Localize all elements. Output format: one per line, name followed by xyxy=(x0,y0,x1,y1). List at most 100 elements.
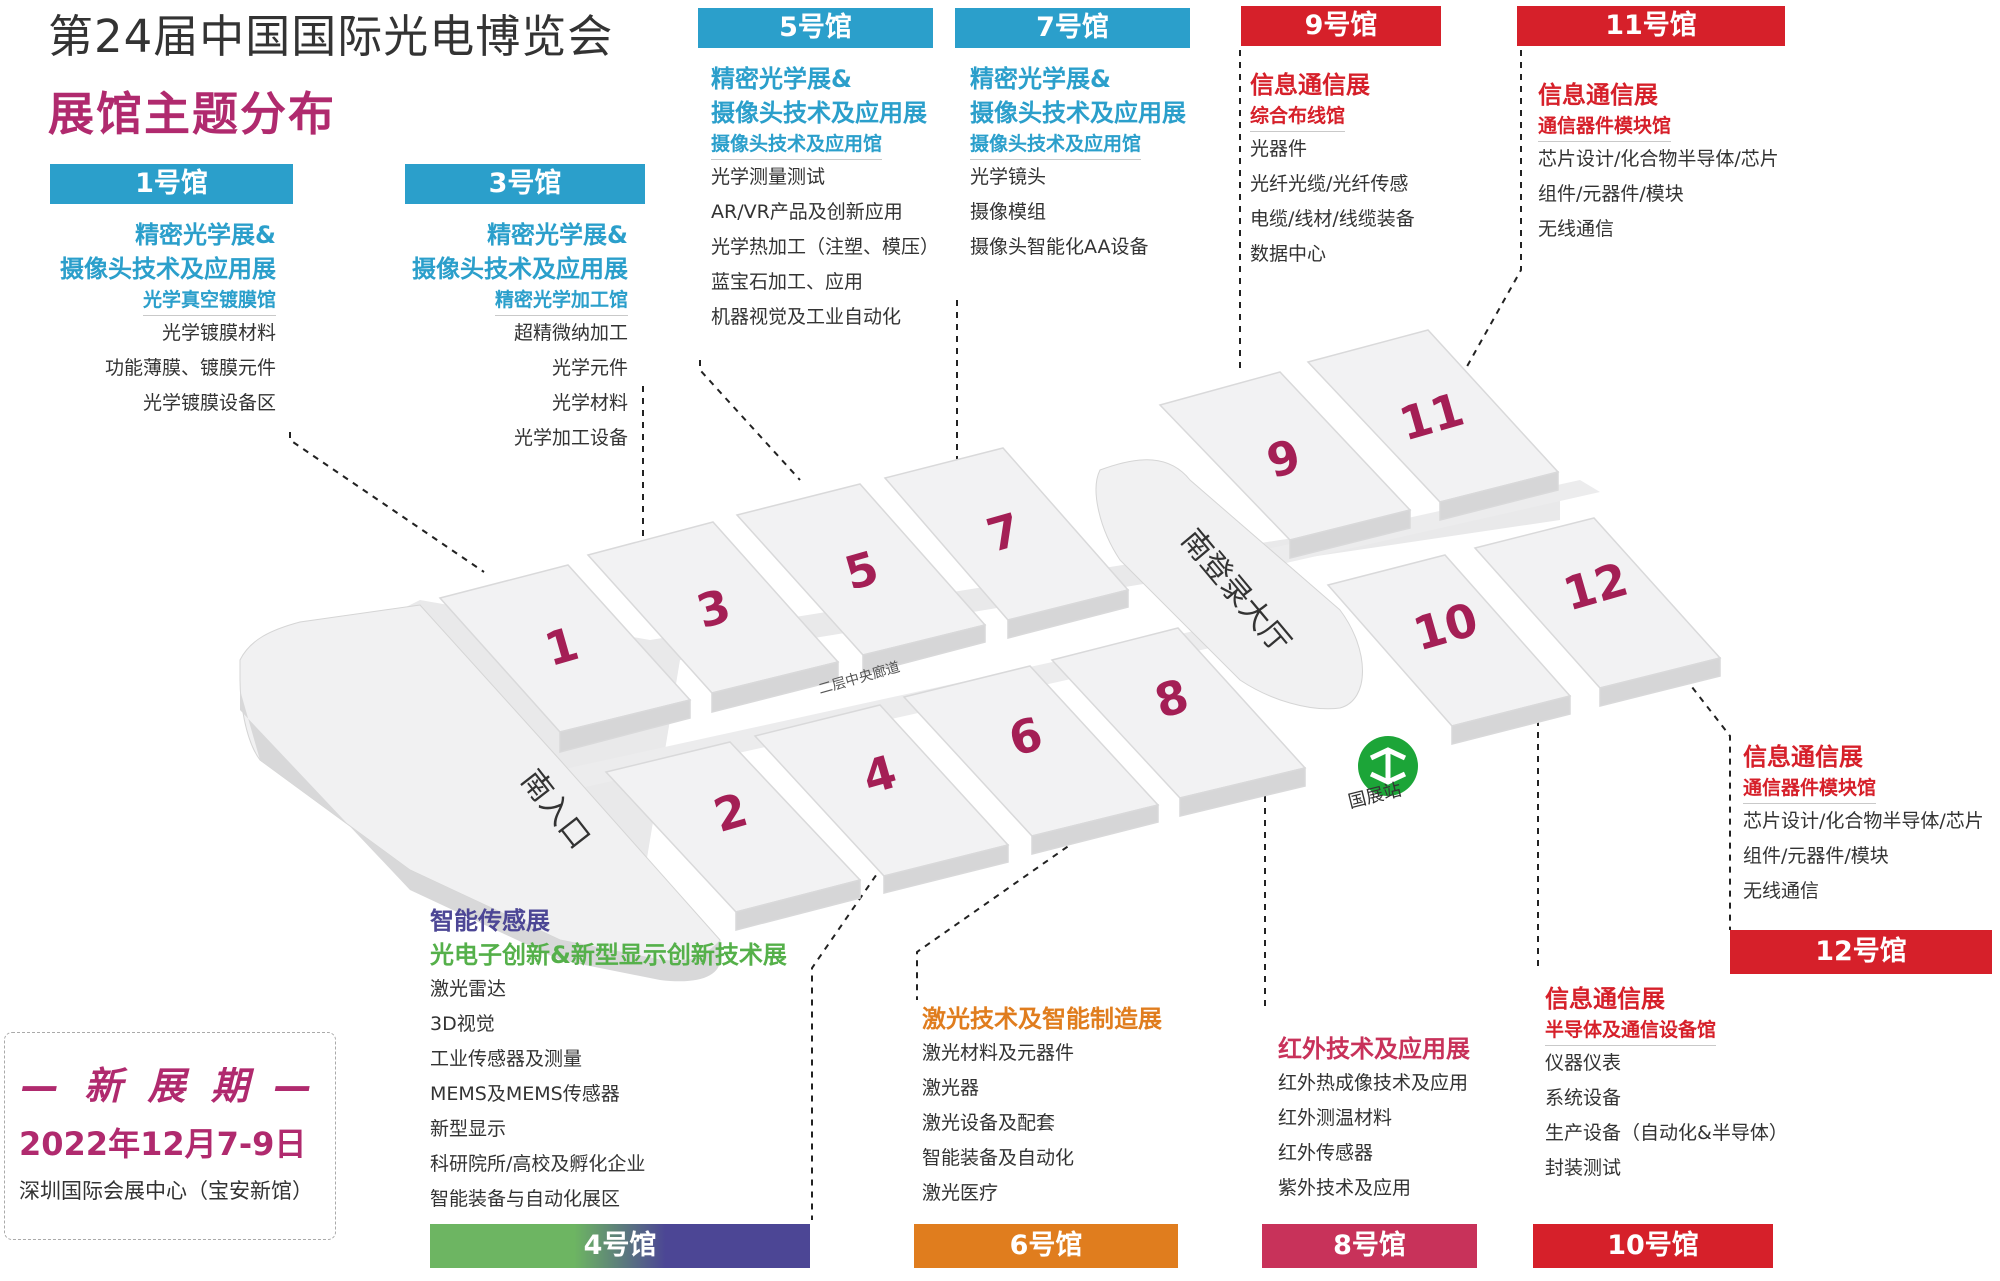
hall-11-item: 芯片设计/化合物半导体/芯片 xyxy=(1538,148,1779,170)
leader-line-hall4 xyxy=(811,825,911,1220)
leader-line-hall12 xyxy=(1684,677,1731,930)
hall-10-info: 信息通信展 半导体及通信设备馆 仪器仪表 系统设备 生产设备（自动化&半导体） … xyxy=(1545,982,1805,1186)
hall-9-item: 数据中心 xyxy=(1250,243,1327,265)
hall-3-item: 超精微纳加工 xyxy=(513,322,628,344)
hall-4-item: 工业传感器及测量 xyxy=(430,1048,583,1070)
hall-12-item: 组件/元器件/模块 xyxy=(1743,845,1889,867)
hall-5-item: 光学热加工（注塑、模压） xyxy=(711,236,940,258)
hall-4-exhibition-line2: 光电子创新&新型显示创新技术展 xyxy=(430,941,787,969)
hall-3-pavilion: 精密光学加工馆 xyxy=(494,286,628,316)
hall-4-item: 新型显示 xyxy=(430,1118,507,1140)
hall-3-item: 光学加工设备 xyxy=(513,427,628,449)
hall-10-item: 系统设备 xyxy=(1545,1087,1622,1109)
metro-icon xyxy=(1358,736,1418,796)
hall-3-exhibition-line2: 摄像头技术及应用展 xyxy=(412,255,628,283)
hall-12-item: 无线通信 xyxy=(1743,880,1820,902)
hall-9-item: 光纤光缆/光纤传感 xyxy=(1250,173,1409,195)
hall-block-9 xyxy=(1158,371,1412,559)
hall-11-label: 11号馆 xyxy=(1517,6,1785,46)
hall-6-item: 激光医疗 xyxy=(922,1182,999,1204)
page-subtitle: 展馆主题分布 xyxy=(48,87,336,141)
south-hall-building xyxy=(1095,459,1363,710)
hall-5-item: 机器视觉及工业自动化 xyxy=(711,306,902,328)
event-info-box: — 新 展 期 — 2022年12月7-9日 深圳国际会展中心（宝安新馆） xyxy=(4,1032,336,1240)
hall-1-item: 光学镀膜材料 xyxy=(161,322,276,344)
hall-4-info: 智能传感展 光电子创新&新型显示创新技术展 激光雷达 3D视觉 工业传感器及测量… xyxy=(430,904,810,1217)
hall-6-item: 激光器 xyxy=(922,1077,980,1099)
event-venue: 深圳国际会展中心（宝安新馆） xyxy=(19,1179,313,1203)
hall-block-10 xyxy=(1326,554,1572,745)
hall-12-item: 芯片设计/化合物半导体/芯片 xyxy=(1743,810,1984,832)
page-title: 第24届中国国际光电博览会 xyxy=(48,10,614,63)
leader-line-hall6 xyxy=(916,825,1098,1000)
hall-3-item: 光学元件 xyxy=(551,357,628,379)
hall-6-info: 激光技术及智能制造展 激光材料及元器件 激光器 激光设备及配套 智能装备及自动化… xyxy=(922,1002,1212,1211)
hall-6-exhibition: 激光技术及智能制造展 xyxy=(922,1005,1162,1033)
hall-7-pavilion: 摄像头技术及应用馆 xyxy=(970,130,1142,160)
hall-8-label: 8号馆 xyxy=(1262,1224,1477,1268)
hall-1-exhibition-line2: 摄像头技术及应用展 xyxy=(60,255,276,283)
hall-block-3 xyxy=(586,521,840,713)
hall-6-item: 激光设备及配套 xyxy=(922,1112,1056,1134)
hall-7-exhibition-line2: 摄像头技术及应用展 xyxy=(970,99,1186,127)
hall-4-item: MEMS及MEMS传感器 xyxy=(430,1083,620,1105)
hall-11-exhibition: 信息通信展 xyxy=(1538,81,1658,109)
hall-12-info: 信息通信展 通信器件模块馆 芯片设计/化合物半导体/芯片 组件/元器件/模块 无… xyxy=(1743,740,2000,909)
hall-7-label: 7号馆 xyxy=(955,8,1190,48)
hall-5-pavilion: 摄像头技术及应用馆 xyxy=(711,130,883,160)
hall-10-pavilion: 半导体及通信设备馆 xyxy=(1545,1016,1717,1046)
hall-4-item: 激光雷达 xyxy=(430,978,507,1000)
hall-8-exhibition: 红外技术及应用展 xyxy=(1278,1035,1470,1063)
hall-8-item: 紫外技术及应用 xyxy=(1278,1177,1412,1199)
hall-6-label: 6号馆 xyxy=(914,1224,1178,1268)
hall-12-exhibition: 信息通信展 xyxy=(1743,743,1863,771)
hall-7-item: 光学镜头 xyxy=(970,166,1047,188)
hall-5-exhibition-line2: 摄像头技术及应用展 xyxy=(711,99,927,127)
hall-8-item: 红外测温材料 xyxy=(1278,1107,1393,1129)
hall-block-5 xyxy=(735,483,987,675)
hall-8-info: 红外技术及应用展 红外热成像技术及应用 红外测温材料 红外传感器 紫外技术及应用 xyxy=(1278,1032,1528,1206)
hall-10-label: 10号馆 xyxy=(1533,1224,1773,1268)
hall-9-label: 9号馆 xyxy=(1241,6,1441,46)
hall-8-item: 红外传感器 xyxy=(1278,1142,1374,1164)
hall-3-label: 3号馆 xyxy=(405,164,645,204)
hall-11-item: 无线通信 xyxy=(1538,218,1615,240)
hall-9-pavilion: 综合布线馆 xyxy=(1250,102,1346,132)
hall-1-item: 光学镀膜设备区 xyxy=(142,392,276,414)
hall-block-4 xyxy=(753,704,1010,894)
hall-3-info: 精密光学展& 摄像头技术及应用展 精密光学加工馆 超精微纳加工 光学元件 光学材… xyxy=(390,218,628,456)
hall-7-info: 精密光学展& 摄像头技术及应用展 摄像头技术及应用馆 光学镜头 摄像模组 摄像头… xyxy=(970,62,1210,265)
leader-line-hall1 xyxy=(289,432,485,573)
hall-3-item: 光学材料 xyxy=(551,392,628,414)
hall-11-pavilion: 通信器件模块馆 xyxy=(1538,112,1672,142)
hall-1-item: 功能薄膜、镀膜元件 xyxy=(104,357,276,379)
hall-block-2 xyxy=(604,741,862,931)
hall-9-item: 电缆/线材/线缆装备 xyxy=(1250,208,1415,230)
hall-12-label: 12号馆 xyxy=(1730,930,1992,974)
hall-4-item: 3D视觉 xyxy=(430,1013,495,1035)
hall-10-item: 仪器仪表 xyxy=(1545,1052,1622,1074)
hall-9-item: 光器件 xyxy=(1250,138,1308,160)
hall-1-info: 精密光学展& 摄像头技术及应用展 光学真空镀膜馆 光学镀膜材料 功能薄膜、镀膜元… xyxy=(40,218,276,421)
metro-station-label: 国展站 xyxy=(1346,779,1403,812)
hall-9-exhibition: 信息通信展 xyxy=(1250,71,1370,99)
hall-block-12 xyxy=(1473,517,1722,707)
hall-block-6 xyxy=(902,665,1160,855)
hall-11-info: 信息通信展 通信器件模块馆 芯片设计/化合物半导体/芯片 组件/元器件/模块 无… xyxy=(1538,78,1838,247)
hall-6-item: 激光材料及元器件 xyxy=(922,1042,1075,1064)
hall-1-pavilion: 光学真空镀膜馆 xyxy=(142,286,276,316)
hall-10-item: 生产设备（自动化&半导体） xyxy=(1545,1122,1788,1144)
hall-9-info: 信息通信展 综合布线馆 光器件 光纤光缆/光纤传感 电缆/线材/线缆装备 数据中… xyxy=(1250,68,1490,272)
hall-7-item: 摄像模组 xyxy=(970,201,1047,223)
hall-4-item: 科研院所/高校及孵化企业 xyxy=(430,1153,646,1175)
hall-11-item: 组件/元器件/模块 xyxy=(1538,183,1684,205)
hall-5-exhibition-line1: 精密光学展& xyxy=(711,65,852,93)
leader-line-hall5 xyxy=(699,360,801,481)
hall-7-exhibition-line1: 精密光学展& xyxy=(970,65,1111,93)
hall-10-exhibition: 信息通信展 xyxy=(1545,985,1665,1013)
hall-block-11 xyxy=(1306,329,1560,521)
hall-5-item: 光学测量测试 xyxy=(711,166,826,188)
leader-line-hall11 xyxy=(1464,50,1522,371)
hall-10-item: 封装测试 xyxy=(1545,1157,1622,1179)
hall-1-label: 1号馆 xyxy=(50,164,293,204)
